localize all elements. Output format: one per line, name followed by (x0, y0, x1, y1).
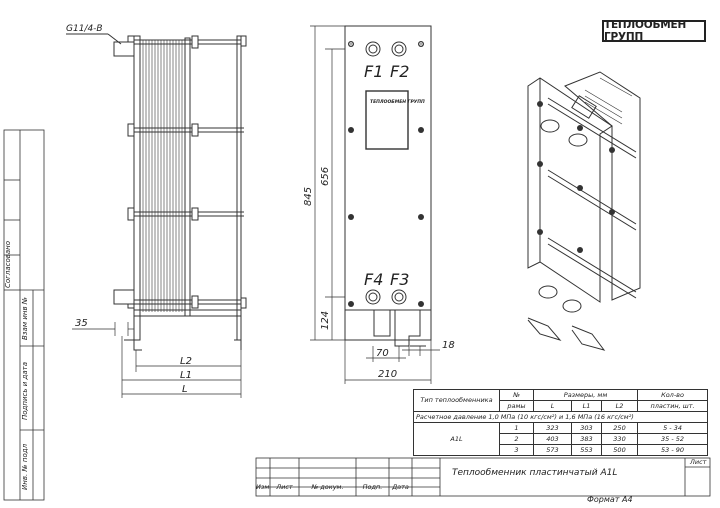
header-frame: рамы (499, 400, 534, 412)
port-label-f2: F2 (390, 62, 409, 81)
cell-L: 403 (533, 433, 572, 445)
cell-L2: 500 (600, 444, 639, 456)
dim-70: 70 (376, 348, 389, 359)
port-label-f3: F3 (390, 270, 409, 289)
dim-l1: L1 (180, 370, 192, 381)
drawing-labels: G11/4-B F1 F2 F4 F3 ТЕПЛООБМЕН ГРУПП 35 … (66, 24, 455, 395)
dim-35: 35 (75, 318, 88, 329)
cell-plates: 35 - 52 (637, 433, 709, 445)
header-no: № (499, 389, 534, 401)
spec-table: Тип теплообменника № Размеры, мм Кол-во … (412, 389, 709, 456)
cell-L1: 553 (571, 444, 602, 456)
front-dimensions (310, 25, 440, 384)
dim-124: 124 (320, 311, 331, 330)
title-block-grid (255, 457, 711, 497)
dim-656: 656 (320, 167, 331, 186)
cell-plates: 53 - 90 (637, 444, 709, 456)
cell-no: 2 (499, 433, 534, 445)
cell-L1: 303 (571, 422, 602, 434)
side-dimensions (72, 322, 242, 398)
cell-no: 1 (499, 422, 534, 434)
port-label-f1: F1 (364, 62, 383, 81)
label-inv-podl: Инв. № подл (21, 443, 29, 490)
cell-plates: 5 - 34 (637, 422, 709, 434)
header-sizes: Размеры, мм (532, 389, 639, 401)
header-count: Кол-во (637, 389, 709, 401)
table-row: A1L 1 323 303 250 5 - 34 (413, 422, 709, 456)
col-podp: Подп. (362, 483, 383, 491)
left-margin-strip (3, 129, 45, 501)
model-cell: A1L (413, 422, 500, 456)
label-podpis: Подпись и дата (21, 362, 29, 420)
dim-l2: L2 (180, 356, 192, 367)
sheet-label: Лист (690, 458, 707, 466)
header-L2: L2 (600, 400, 639, 412)
dim-18: 18 (442, 340, 455, 351)
drawing-title: Теплообменник пластинчатый A1L (452, 468, 618, 478)
cell-L2: 250 (600, 422, 639, 434)
col-doc: № докум. (311, 483, 344, 491)
header-count2: пластин, шт. (637, 400, 709, 412)
header-L1: L1 (571, 400, 602, 412)
format-label: Формат А4 (587, 495, 633, 504)
header-L: L (533, 400, 572, 412)
header-type: Тип теплообменника (413, 389, 500, 412)
side-view (66, 33, 247, 351)
plate-logo: ТЕПЛООБМЕН ГРУПП (370, 99, 425, 105)
pressure-row: Расчетное давление 1,0 МПа (10 кгс/см²) … (412, 411, 709, 423)
cell-L2: 330 (600, 433, 639, 445)
table-row: 3 573 553 500 53 - 90 (414, 444, 709, 456)
col-list: Лист (276, 483, 293, 491)
col-data: Дата (392, 483, 409, 491)
company-logo: ТЕПЛООБМЕН ГРУПП (602, 19, 706, 43)
thread-label: G11/4-B (66, 24, 103, 34)
label-vzam: Взам инв № (21, 296, 29, 340)
isometric-view (527, 71, 641, 351)
dim-210: 210 (378, 369, 397, 380)
cell-L1: 383 (571, 433, 602, 445)
col-izm: Изм. (256, 483, 272, 491)
label-soglasovano: Согласовано (4, 240, 12, 288)
dim-845: 845 (303, 187, 314, 206)
dim-l: L (182, 384, 188, 395)
port-label-f4: F4 (364, 270, 383, 289)
cell-L: 573 (533, 444, 572, 456)
cell-no: 3 (499, 444, 534, 456)
cell-L: 323 (533, 422, 572, 434)
front-view (344, 25, 432, 347)
